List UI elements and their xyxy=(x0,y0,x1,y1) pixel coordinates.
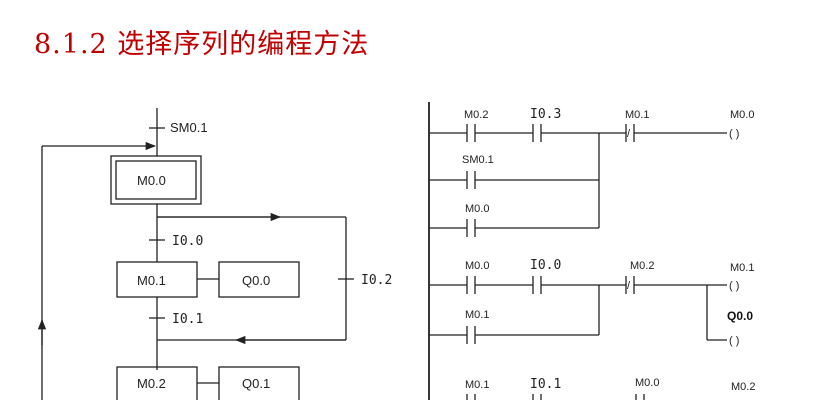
r3-nc-label: M0.0 xyxy=(635,377,659,389)
r1-contact1-label: M0.2 xyxy=(464,109,488,121)
r2-nc-label: M0.2 xyxy=(630,260,654,272)
coil-m00: ( ) xyxy=(729,128,739,140)
branch1-transition-label: I0.0 xyxy=(172,234,203,249)
initial-step-label: M0.0 xyxy=(137,173,166,188)
step-m02-box xyxy=(116,366,198,400)
r1-parallel1-label: SM0.1 xyxy=(462,154,494,166)
r2-coil1-label: M0.1 xyxy=(730,262,754,274)
action-q01-box xyxy=(218,366,300,400)
action-q00-label: Q0.0 xyxy=(242,273,270,288)
r1-coil-label: M0.0 xyxy=(730,109,754,121)
nc-slash: / xyxy=(627,280,631,292)
nc-slash: / xyxy=(627,128,631,140)
r1-contact2-label: I0.3 xyxy=(530,107,561,122)
ladder-diagram: M0.2 I0.3 / M0.1 M0.0 ( ) SM0.1 M0.0 M0.… xyxy=(428,102,755,400)
r2-coil2-label: Q0.0 xyxy=(727,309,753,323)
initial-step-outer xyxy=(110,155,202,205)
sfc-diagram: SM0.1 M0.0 I0.0 M0.1 Q0.0 I0.2 I0.1 xyxy=(37,108,392,400)
action-q01-label: Q0.1 xyxy=(242,376,270,391)
initial-step-inner xyxy=(115,160,197,200)
step1-exit-transition-label: I0.1 xyxy=(172,312,203,327)
coil-m01: ( ) xyxy=(729,280,739,292)
r1-parallel2-label: M0.0 xyxy=(465,203,489,215)
r2-parallel1-label: M0.1 xyxy=(465,309,489,321)
r3-contact2-label: I0.1 xyxy=(530,377,561,392)
r2-contact2-label: I0.0 xyxy=(530,258,561,273)
action-q00-box xyxy=(218,261,300,298)
r1-nc-label: M0.1 xyxy=(625,109,649,121)
branch2-transition-label: I0.2 xyxy=(361,273,392,288)
step-m02-label: M0.2 xyxy=(137,376,166,391)
r2-contact1-label: M0.0 xyxy=(465,260,489,272)
r3-coil-label: M0.2 xyxy=(731,381,755,393)
r3-contact1-label: M0.1 xyxy=(465,379,489,391)
page-title: 8.1.2 选择序列的编程方法 xyxy=(34,29,370,60)
step-m01-label: M0.1 xyxy=(137,273,166,288)
initial-transition-label: SM0.1 xyxy=(170,120,208,135)
coil-q00: ( ) xyxy=(729,335,739,347)
